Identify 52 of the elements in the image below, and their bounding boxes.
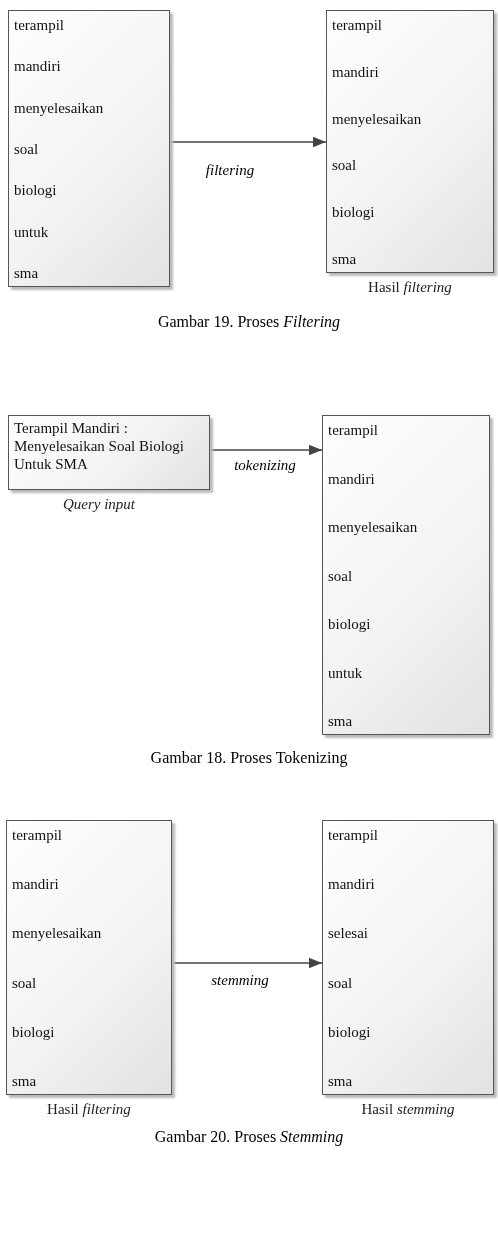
word-text: sma <box>12 1072 37 1090</box>
word-list-box <box>6 820 172 1095</box>
word-text: selesai <box>328 925 368 943</box>
word-text: mandiri <box>328 876 375 894</box>
query-box <box>8 415 210 490</box>
word-text: mandiri <box>328 470 375 488</box>
word-text: biologi <box>328 1023 371 1041</box>
query-caption: Query input <box>62 496 136 513</box>
arrow <box>169 136 327 148</box>
figure-caption: Gambar 18. Proses Tokenizing <box>150 749 348 767</box>
arrow <box>171 957 323 969</box>
word-text: terampil <box>328 422 378 439</box>
word-text: menyelesaikan <box>328 519 418 536</box>
word-text: sma <box>332 251 357 268</box>
word-text: terampil <box>12 827 62 844</box>
box-caption: Hasil stemming <box>361 1101 455 1118</box>
edge-label: stemming <box>211 972 269 989</box>
word-text: sma <box>328 1072 353 1090</box>
edge-label: filtering <box>205 162 255 179</box>
word-text: biologi <box>14 182 57 200</box>
word-text: biologi <box>332 204 375 222</box>
word-text: menyelesaikan <box>332 110 422 128</box>
edge-label: tokenizing <box>234 457 296 474</box>
word-text: terampil <box>14 17 64 34</box>
word-list-box <box>322 415 490 735</box>
word-text: soal <box>332 157 357 175</box>
figure-caption: Gambar 19. Proses Filtering <box>157 313 341 331</box>
word-text: soal <box>14 141 39 158</box>
word-text: menyelesaikan <box>12 925 102 943</box>
word-text: mandiri <box>14 58 61 76</box>
figure-caption: Gambar 20. Proses Stemming <box>154 1128 344 1146</box>
word-text: soal <box>12 974 37 992</box>
word-text: sma <box>14 264 39 282</box>
word-text: mandiri <box>332 63 379 81</box>
box-caption: Hasil filtering <box>368 279 452 296</box>
box-caption: Hasil filtering <box>47 1101 131 1118</box>
word-text: biologi <box>328 616 371 633</box>
query-text: Terampil Mandiri : Menyelesaikan Soal Biologi Untuk SMA <box>14 419 185 473</box>
arrow <box>209 444 323 456</box>
word-text: untuk <box>328 664 363 682</box>
word-text: terampil <box>332 17 382 34</box>
word-text: soal <box>328 567 353 585</box>
word-text: soal <box>328 974 353 992</box>
word-list-box <box>322 820 494 1095</box>
word-text: menyelesaikan <box>14 99 104 117</box>
word-text: sma <box>328 713 353 730</box>
word-text: biologi <box>12 1023 55 1041</box>
word-list-box <box>8 10 170 287</box>
word-text: untuk <box>14 223 49 241</box>
word-text: mandiri <box>12 876 59 894</box>
word-text: terampil <box>328 827 378 844</box>
word-list-box <box>326 10 494 273</box>
